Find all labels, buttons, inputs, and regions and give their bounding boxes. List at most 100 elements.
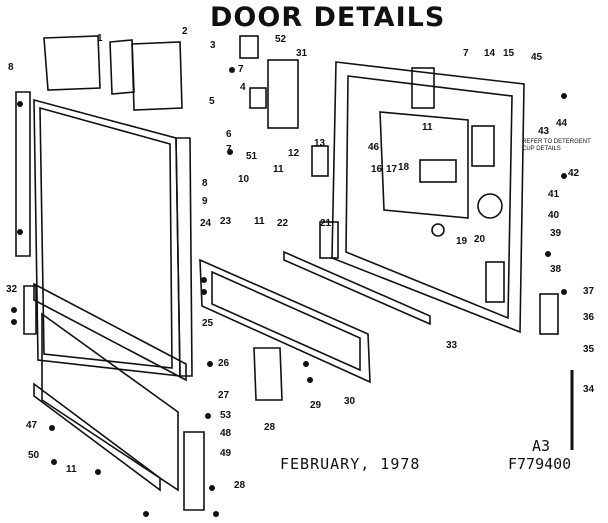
- bracket-part-21: [319, 221, 339, 259]
- callout-label: 6: [226, 129, 232, 140]
- screw-icon: [95, 469, 101, 475]
- callout-label: 44: [556, 118, 568, 129]
- screw-icon: [207, 361, 213, 367]
- callout-label: 35: [583, 344, 595, 355]
- bracket-part-52: [239, 35, 259, 59]
- callout-label: 46: [368, 142, 380, 153]
- callout-label: 38: [550, 264, 562, 275]
- callout-label: 40: [548, 210, 560, 221]
- callout-label: 24: [200, 218, 212, 229]
- screw-icon: [17, 229, 23, 235]
- callout-label: 13: [314, 138, 326, 149]
- callout-label: 11: [66, 464, 77, 475]
- left-rail-part-8: [15, 91, 31, 257]
- callout-label: 41: [548, 189, 560, 200]
- knob-part-19: [431, 223, 445, 237]
- screw-icon: [209, 485, 215, 491]
- callout-label: 34: [583, 384, 595, 395]
- screw-icon: [229, 67, 235, 73]
- callout-label: 36: [583, 312, 595, 323]
- latch-part-13: [311, 145, 329, 177]
- callout-label: 21: [320, 218, 332, 229]
- callout-label: 47: [26, 420, 38, 431]
- callout-label: 27: [218, 390, 230, 401]
- screw-icon: [205, 413, 211, 419]
- callout-label: 28: [264, 422, 276, 433]
- hinge-part-31: [267, 59, 299, 129]
- callout-label: 42: [568, 168, 580, 179]
- screw-icon: [143, 511, 149, 517]
- block-part-7: [411, 67, 435, 109]
- callout-label: 19: [456, 236, 468, 247]
- screw-icon: [49, 425, 55, 431]
- callout-label: 11: [254, 216, 265, 227]
- callout-label: 18: [398, 162, 410, 173]
- callout-label: 1: [97, 33, 103, 44]
- screw-icon: [11, 319, 17, 325]
- side-trim-part-49: [183, 431, 205, 511]
- callout-label: 7: [226, 144, 232, 155]
- diagram-title: DOOR DETAILS: [210, 2, 446, 33]
- detergent-cup-window: [379, 111, 469, 219]
- callout-label: 31: [296, 48, 308, 59]
- callout-label: 26: [218, 358, 230, 369]
- callout-label: 9: [202, 196, 208, 207]
- callout-label: 12: [288, 148, 300, 159]
- callout-label: 28: [234, 480, 246, 491]
- screw-icon: [561, 173, 567, 179]
- callout-label: 39: [550, 228, 562, 239]
- callout-label: 20: [474, 234, 486, 245]
- screw-icon: [303, 361, 309, 367]
- callout-label: 3: [210, 40, 216, 51]
- block-part-28: [253, 347, 283, 401]
- cup-part-15: [471, 125, 495, 167]
- screw-icon: [17, 101, 23, 107]
- callout-label: 32: [6, 284, 18, 295]
- screw-icon: [227, 149, 233, 155]
- part-code: F779400: [508, 455, 572, 473]
- cup-part-17: [419, 159, 457, 183]
- callout-label: 52: [275, 34, 287, 45]
- bottom-bar-part-47: [33, 382, 161, 492]
- hinge-arm-part-35: [539, 293, 559, 335]
- callout-label: 2: [182, 26, 188, 37]
- right-rail-part-9: [175, 137, 193, 377]
- page-code: A3: [532, 437, 551, 455]
- inner-frame: [331, 61, 525, 334]
- callout-label: 37: [583, 286, 595, 297]
- callout-label: 45: [531, 52, 543, 63]
- lower-panel-part-48: [41, 312, 179, 492]
- panel-part-1: [43, 35, 101, 91]
- callout-label: 7: [463, 48, 469, 59]
- screw-icon: [561, 289, 567, 295]
- callout-label: 10: [238, 174, 250, 185]
- screw-icon: [561, 93, 567, 99]
- panel-part-3: [131, 41, 183, 111]
- screw-icon: [307, 377, 313, 383]
- detergent-cup-note: REFER TO DETERGENT CUP DETAILS: [522, 139, 591, 152]
- diagram-date: FEBRUARY, 1978: [280, 455, 421, 473]
- callout-label: 29: [310, 400, 322, 411]
- callout-label: 7: [238, 64, 244, 75]
- screw-icon: [11, 307, 17, 313]
- bracket-part-38: [485, 261, 505, 303]
- screw-icon: [545, 251, 551, 257]
- screw-icon: [51, 459, 57, 465]
- rail-part-33: [283, 250, 431, 326]
- callout-label: 22: [277, 218, 289, 229]
- callout-label: 33: [446, 340, 458, 351]
- callout-label: 51: [246, 151, 258, 162]
- callout-label: 30: [344, 396, 356, 407]
- callout-label: 5: [209, 96, 215, 107]
- panel-part-2: [109, 39, 135, 95]
- callout-label: 53: [220, 410, 232, 421]
- screw-icon: [201, 277, 207, 283]
- callout-label: 43: [538, 126, 550, 137]
- callout-label: 11: [422, 122, 433, 133]
- callout-label: 15: [503, 48, 515, 59]
- side-trim-part-32: [23, 285, 37, 335]
- screw-icon: [213, 511, 219, 517]
- callout-label: 8: [8, 62, 14, 73]
